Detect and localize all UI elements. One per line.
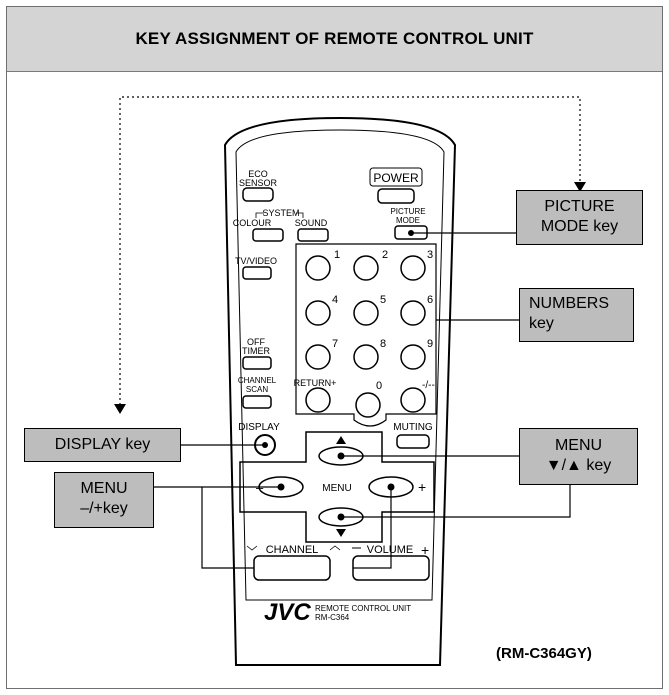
return-button[interactable] — [305, 387, 331, 413]
unit-label-1: REMOTE CONTROL UNIT — [315, 604, 411, 613]
tv-video-button[interactable] — [242, 266, 272, 280]
dotted-link-line — [119, 96, 581, 410]
callout-menu-updown-line2: ▼/▲ key — [545, 457, 612, 474]
eco-sensor-button[interactable] — [242, 187, 274, 202]
channel-down-mark — [246, 545, 258, 551]
muting-button[interactable] — [396, 434, 430, 449]
return-label: RETURN+ — [294, 378, 337, 388]
off-timer-label-1: OFF — [247, 337, 265, 347]
callout-picture-mode-line1: PICTURE — [544, 198, 615, 215]
dot-menu-minus — [277, 483, 285, 491]
callout-numbers: NUMBERS key — [519, 288, 634, 342]
colour-label: COLOUR — [233, 218, 272, 228]
callout-menu-minusplus-line1: MENU — [80, 480, 128, 497]
channel-scan-label-2: SCAN — [246, 385, 268, 394]
system-bracket — [255, 212, 304, 218]
digit-button-9[interactable] — [400, 344, 426, 370]
callout-display: DISPLAY key — [24, 428, 181, 462]
sound-label: SOUND — [295, 218, 328, 228]
callout-numbers-line2: key — [529, 315, 554, 332]
menu-center-label: MENU — [322, 483, 351, 494]
dot-picture-mode — [408, 230, 414, 236]
arrow-down-picture — [574, 182, 586, 192]
digit-label-5: 5 — [380, 294, 386, 306]
number-pad-frame — [295, 243, 437, 427]
page-title: KEY ASSIGNMENT OF REMOTE CONTROL UNIT — [135, 29, 534, 48]
off-timer-label-2: TIMER — [242, 346, 270, 356]
jvc-logo: JVC — [264, 599, 311, 626]
dash-button[interactable] — [400, 387, 426, 413]
digit-label-2: 2 — [382, 249, 388, 261]
callout-menu-updown: MENU ▼/▲ key — [519, 428, 638, 485]
power-button[interactable] — [377, 188, 415, 204]
volume-rocker-label: VOLUME — [367, 544, 413, 556]
header-bar: KEY ASSIGNMENT OF REMOTE CONTROL UNIT — [7, 7, 662, 72]
callout-menu-updown-line1: MENU — [554, 437, 603, 454]
menu-cross-frame — [239, 431, 435, 543]
digit-button-2[interactable] — [353, 255, 379, 281]
eco-label-2: SENSOR — [239, 178, 278, 188]
power-label-box — [369, 167, 423, 187]
dot-menu-plus — [387, 483, 395, 491]
volume-plus-mark: + — [421, 542, 429, 558]
picture-label-2: MODE — [396, 216, 420, 225]
callout-menu-minusplus: MENU –/+key — [54, 472, 154, 528]
muting-label: MUTING — [393, 422, 433, 433]
digit-label-4: 4 — [332, 294, 338, 306]
callout-menu-minusplus-line2: –/+key — [80, 500, 128, 517]
digit-button-7[interactable] — [305, 344, 331, 370]
digit-button-6[interactable] — [400, 300, 426, 326]
digit-label-3: 3 — [427, 249, 433, 261]
leader-menu-plus-volume — [353, 487, 392, 569]
channel-rocker-label: CHANNEL — [266, 544, 319, 556]
off-timer-button[interactable] — [242, 356, 272, 370]
menu-plus-label: + — [418, 479, 426, 495]
digit-button-3[interactable] — [400, 255, 426, 281]
leader-menu-minus-channel — [201, 487, 254, 569]
channel-rocker-button[interactable] — [253, 555, 331, 581]
dot-menu-down — [337, 513, 345, 521]
callout-numbers-line1: NUMBERS — [529, 295, 610, 312]
leader-dots — [277, 230, 414, 521]
channel-scan-label-1: CHANNEL — [238, 376, 277, 385]
number-buttons — [305, 255, 426, 418]
model-number: (RM-C364GY) — [496, 645, 592, 662]
eco-label-1: ECO — [248, 169, 268, 179]
remote-outline — [223, 116, 457, 666]
callout-picture-mode: PICTURE MODE key — [516, 190, 643, 245]
picture-label-1: PICTURE — [390, 207, 425, 216]
digit-label-8: 8 — [380, 338, 386, 350]
remote-inner-outline — [235, 129, 445, 601]
callout-display-text: DISPLAY key — [54, 436, 151, 453]
digit-label-6: 6 — [427, 294, 433, 306]
digit-button-0[interactable] — [355, 392, 381, 418]
digit-button-4[interactable] — [305, 300, 331, 326]
digit-label-9: 9 — [427, 338, 433, 350]
digit-button-1[interactable] — [305, 255, 331, 281]
unit-label-2: RM-C364 — [315, 613, 350, 622]
leader-lines — [154, 232, 571, 569]
digit-label-1: 1 — [334, 249, 340, 261]
callout-picture-mode-line2: MODE key — [540, 218, 619, 235]
digit-label-0: 0 — [376, 380, 382, 392]
arrow-down-display — [114, 404, 126, 414]
system-label: SYSTEM — [262, 208, 299, 218]
sound-button[interactable] — [297, 228, 329, 242]
dash-label: -/-- — [422, 380, 435, 391]
channel-up-mark — [329, 545, 341, 551]
digit-button-5[interactable] — [353, 300, 379, 326]
tv-video-label: TV/VIDEO — [235, 256, 277, 266]
leader-menu-down — [341, 485, 571, 518]
down-triangle — [336, 529, 346, 537]
digit-button-8[interactable] — [353, 344, 379, 370]
up-triangle — [336, 436, 346, 444]
channel-scan-button[interactable] — [242, 395, 272, 409]
display-label: DISPLAY — [238, 422, 280, 433]
power-label: POWER — [373, 171, 419, 185]
digit-label-7: 7 — [332, 338, 338, 350]
dot-menu-up — [337, 452, 345, 460]
colour-button[interactable] — [252, 228, 284, 242]
